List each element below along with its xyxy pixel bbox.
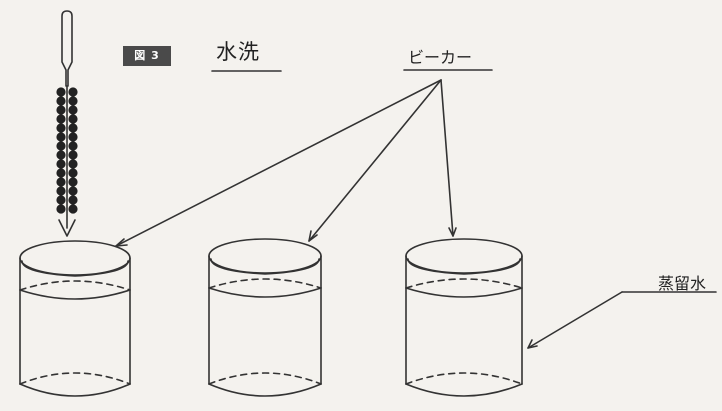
distilled-water-leader [527,291,717,349]
beaker-3 [405,238,523,397]
figure-title: 水洗 [216,40,260,64]
beaker-1 [19,240,131,397]
beaker-label: ビーカー [408,48,473,67]
distilled-water-label: 蒸留水 [658,274,707,293]
sample-beads [56,87,78,214]
beaker-2 [208,238,322,397]
sample-holder-rod [58,10,76,237]
beaker-leader-lines [115,79,457,247]
figure-number-badge: 図 3 [123,46,171,66]
